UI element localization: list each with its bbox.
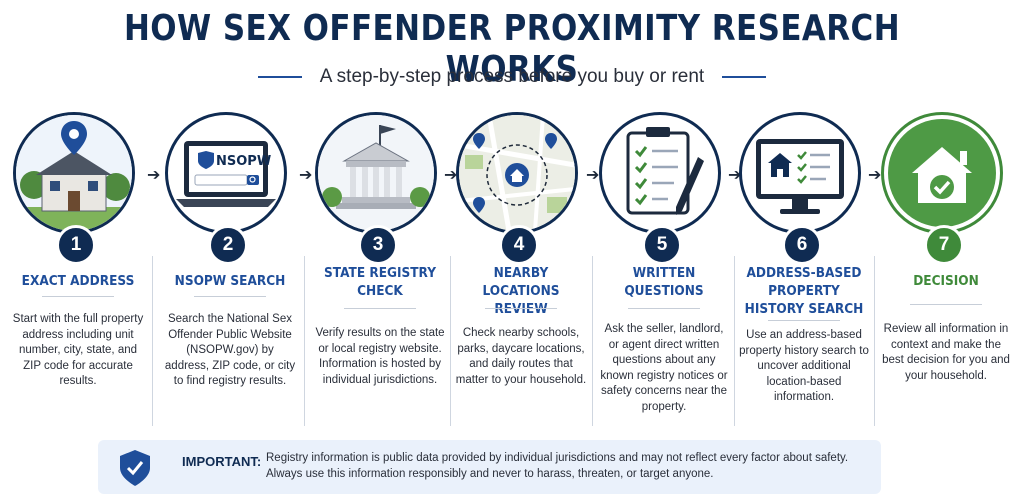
step-title: STATE REGISTRY CHECK [323,265,437,299]
shield-check-icon [120,450,150,486]
map-radius-icon [456,112,578,234]
step-number: 3 [358,225,398,265]
subtitle-line-left [257,76,302,78]
steps-row: 1 EXACT ADDRESS Start with the full prop… [8,108,1016,428]
important-notice: IMPORTANT: Registry information is publi… [98,440,881,494]
step-number: 2 [208,225,248,265]
page-subtitle: A step-by-step process before you buy or… [319,66,705,87]
step-number: 4 [499,225,539,265]
step-description: Use an address-based property history se… [739,329,869,403]
step-number: 6 [782,225,822,265]
step-title: NSOPW SEARCH [174,273,286,289]
step-description: Review all information in context and ma… [882,323,1010,382]
divider [152,256,153,426]
page-title: HOW SEX OFFENDER PROXIMITY RESEARCH WORK… [123,8,901,90]
step-rule [194,296,266,297]
step-title: ADDRESS-BASED PROPERTY HISTORY SEARCH [744,265,864,317]
step-title: NEARBY LOCATIONS REVIEW [482,265,560,317]
step-title: DECISION [913,273,979,289]
arrow-right-icon: ➔ [147,167,161,184]
step-6: 6 ADDRESS-BASED PROPERTY HISTORY SEARCH … [734,108,874,428]
house-pin-icon [13,112,135,234]
step-2: NSOPW 2 NSOPW SEARCH Search the National… [160,108,300,428]
arrow-right-icon: ➔ [444,167,458,184]
step-rule [628,308,700,309]
svg-text:NSOPW: NSOPW [216,154,271,169]
step-7: 7 DECISION Review all information in con… [876,108,1016,428]
step-rule [768,320,840,321]
arrow-right-icon: ➔ [299,167,313,184]
step-description: Start with the full property address inc… [12,313,144,387]
step-rule [42,296,114,297]
house-check-icon [881,112,1003,234]
arrow-right-icon: ➔ [868,167,882,184]
step-title: EXACT ADDRESS [21,273,135,289]
step-title: WRITTEN QUESTIONS [624,265,704,299]
government-building-icon [315,112,437,234]
laptop-search-icon: NSOPW [165,112,287,234]
step-5: 5 WRITTEN QUESTIONS Ask the seller, land… [594,108,734,428]
step-4: 4 NEARBY LOCATIONS REVIEW Check nearby s… [451,108,591,428]
step-3: 3 STATE REGISTRY CHECK Verify results on… [310,108,450,428]
step-number: 5 [642,225,682,265]
step-rule [910,304,982,305]
divider [592,256,593,426]
important-label: IMPORTANT: [182,454,262,469]
divider [304,256,305,426]
monitor-house-icon [739,112,861,234]
step-number: 7 [924,225,964,265]
step-rule [485,308,557,309]
step-number: 1 [56,225,96,265]
step-description: Verify results on the state or local reg… [315,327,445,386]
subtitle-line-right [722,76,767,78]
divider [734,256,735,426]
step-1: 1 EXACT ADDRESS Start with the full prop… [8,108,148,428]
important-text: Registry information is public data prov… [266,452,849,480]
step-description: Search the National Sex Offender Public … [164,313,296,387]
checklist-clipboard-icon [599,112,721,234]
arrow-right-icon: ➔ [728,167,742,184]
subtitle-row: A step-by-step process before you buy or… [0,66,1024,88]
step-rule [344,308,416,309]
step-description: Check nearby schools, parks, daycare loc… [455,327,587,386]
step-description: Ask the seller, landlord, or agent direc… [600,323,728,413]
divider [874,256,875,426]
divider [450,256,451,426]
arrow-right-icon: ➔ [586,167,600,184]
